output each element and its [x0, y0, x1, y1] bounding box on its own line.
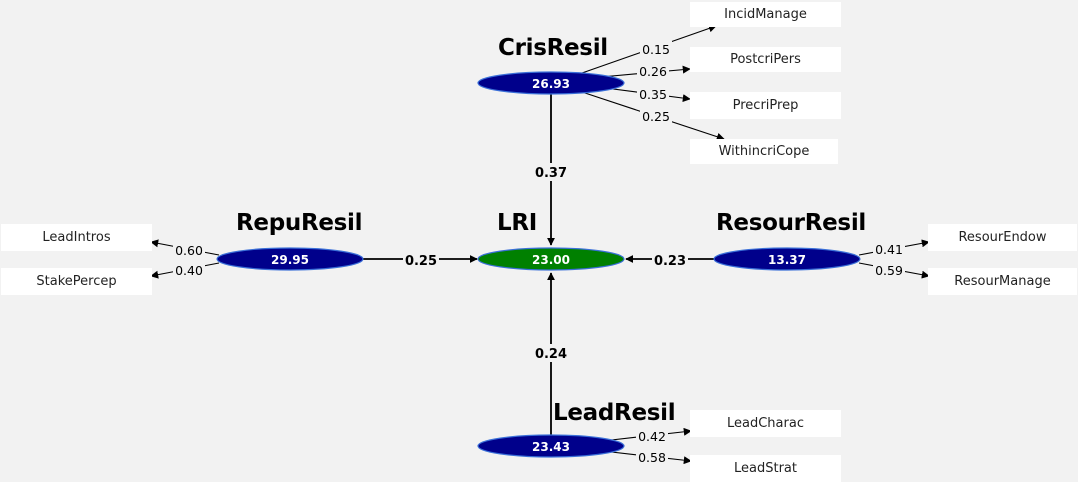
indicator-postcripers[interactable]: PostcriPers [690, 47, 841, 72]
indicator-precriprep[interactable]: PrecriPrep [690, 92, 841, 119]
construct-title-cris: CrisResil [498, 35, 608, 61]
indicator-resourmanage[interactable]: ResourManage [928, 268, 1077, 295]
indicator-incidmanage[interactable]: IncidManage [690, 2, 841, 27]
weight-postcri: 0.26 [639, 64, 667, 79]
value-resour: 13.37 [768, 253, 806, 267]
path-label-lead: 0.24 [535, 347, 567, 362]
weight-withincri: 0.25 [642, 109, 670, 124]
path-label-cris: 0.37 [535, 166, 567, 181]
construct-node-lri[interactable] [477, 247, 625, 271]
construct-node-lead[interactable] [477, 434, 625, 458]
weight-precri: 0.35 [639, 87, 667, 102]
value-repu: 29.95 [271, 253, 309, 267]
indicator-leadcharac[interactable]: LeadCharac [690, 410, 841, 437]
construct-node-resour[interactable] [713, 247, 861, 271]
construct-title-repu: RepuResil [236, 210, 363, 236]
construct-node-cris[interactable] [477, 71, 625, 95]
construct-title-resour: ResourResil [716, 210, 866, 236]
path-label-resour: 0.23 [654, 254, 686, 269]
path-label-repu: 0.25 [405, 254, 437, 269]
value-cris: 26.93 [532, 77, 570, 91]
indicator-resourendow[interactable]: ResourEndow [928, 224, 1077, 251]
construct-title-lri: LRI [497, 210, 538, 236]
indicator-stakepercep[interactable]: StakePercep [1, 268, 152, 295]
indicator-leadintros[interactable]: LeadIntros [1, 224, 152, 251]
indicator-leadstrat[interactable]: LeadStrat [690, 455, 841, 482]
weight-leadintros: 0.60 [175, 243, 203, 258]
weight-resmanage: 0.59 [875, 263, 903, 278]
construct-title-lead: LeadResil [553, 400, 676, 426]
value-lri: 23.00 [532, 253, 570, 267]
weight-resendow: 0.41 [875, 242, 903, 257]
weight-leadcharac: 0.42 [638, 429, 666, 444]
value-lead: 23.43 [532, 440, 570, 454]
weight-leadstrat: 0.58 [638, 450, 666, 465]
weight-stakepercep: 0.40 [175, 263, 203, 278]
weight-incid: 0.15 [642, 42, 670, 57]
construct-node-repu[interactable] [216, 247, 364, 271]
indicator-withincricope[interactable]: WithincriCope [690, 139, 838, 164]
